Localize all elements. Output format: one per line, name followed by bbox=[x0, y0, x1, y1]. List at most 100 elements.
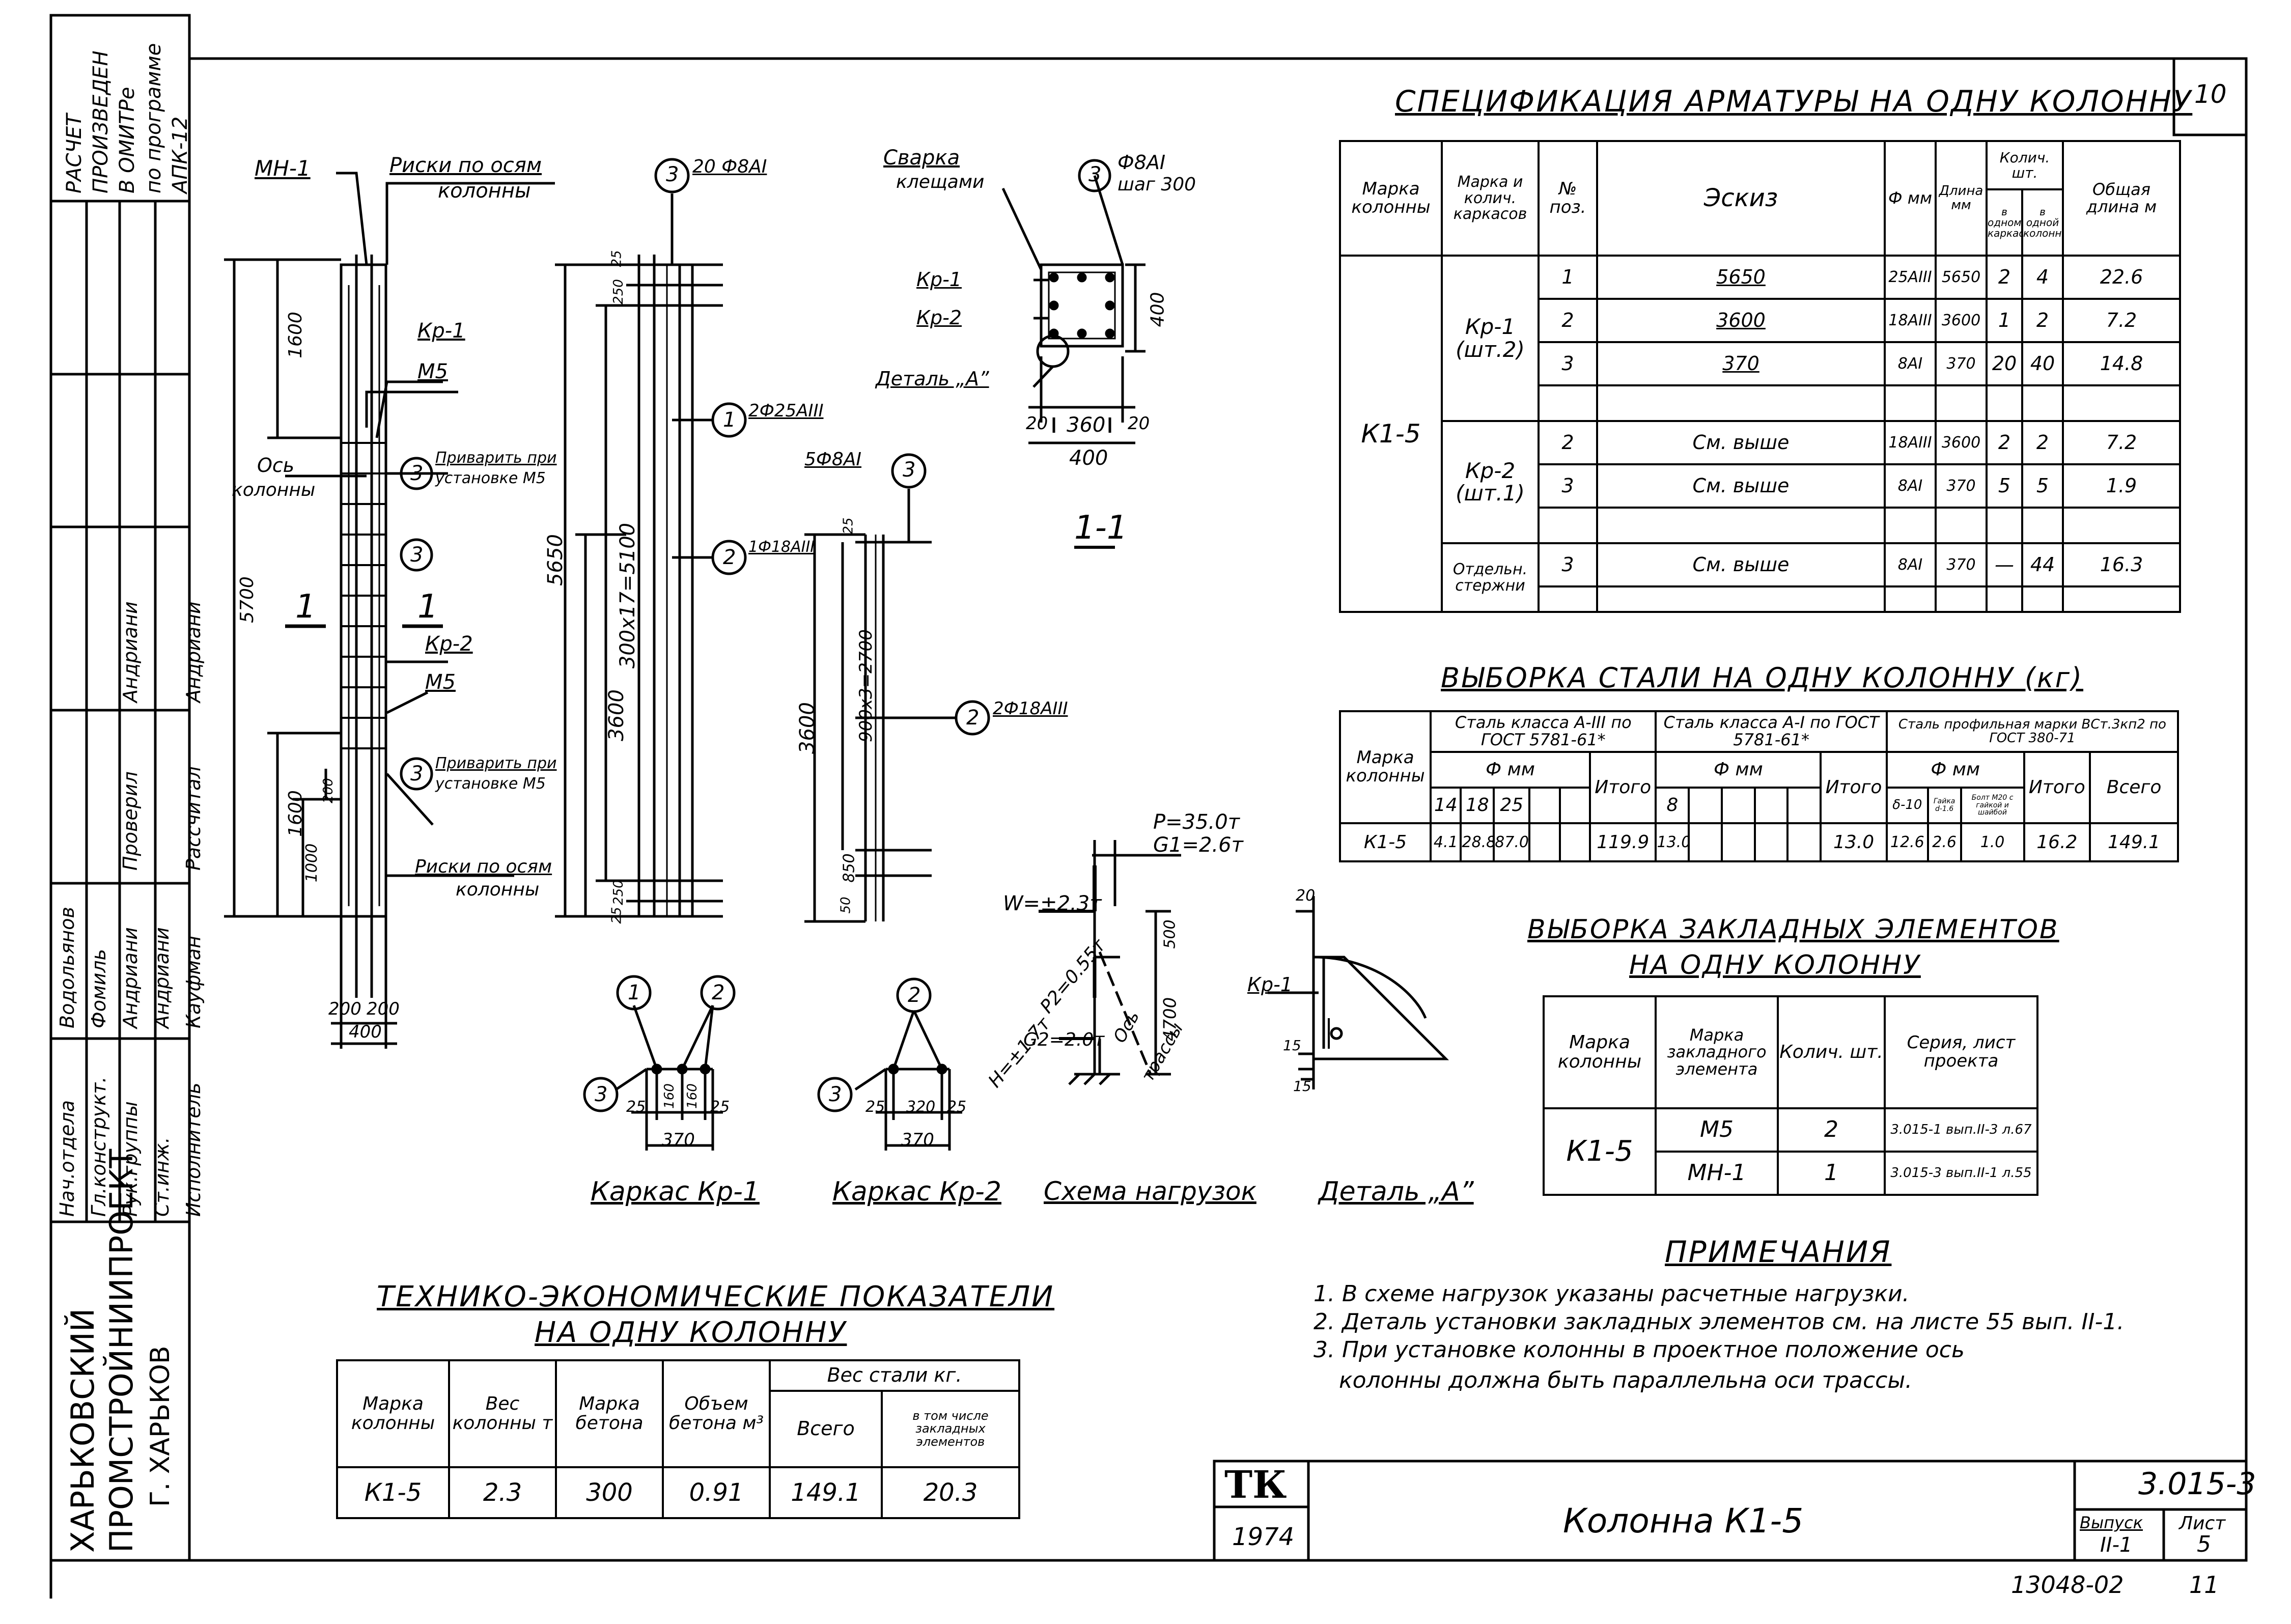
dim-mid-3600: 3600 bbox=[604, 689, 628, 741]
tep-title-2: НА ОДНУ КОЛОННУ bbox=[535, 1316, 847, 1349]
circle-1-label: 1 bbox=[723, 408, 736, 432]
spec-karkas-kr2: Кр-2 (шт.1) bbox=[1441, 420, 1540, 544]
callout-1-18aiii: 1Ф18AIII bbox=[748, 538, 815, 556]
dim-mid-250-top: 250 bbox=[610, 279, 626, 304]
embedded-head-mark: Марка колонны bbox=[1543, 995, 1657, 1109]
spec-phi: 18AIII bbox=[1884, 420, 1937, 465]
dim-sec-360: 360 bbox=[1067, 413, 1106, 437]
steel-phi-a1: Ф мм bbox=[1655, 751, 1822, 789]
footer-code: 13048-02 bbox=[2011, 1571, 2124, 1599]
dim-kr2-25: 25 bbox=[841, 517, 856, 535]
steel-col-a3: 25 bbox=[1493, 787, 1531, 824]
steel-head-a3: Сталь класса A-III по ГОСТ 5781-61* bbox=[1430, 710, 1657, 753]
spec-total: 16.3 bbox=[2062, 542, 2181, 587]
spec-len: 3600 bbox=[1935, 420, 1988, 465]
dim-sec-400: 400 bbox=[1147, 292, 1168, 327]
spec-head-len: Длина мм bbox=[1935, 140, 1988, 257]
steel-row-mark: К1-5 bbox=[1338, 822, 1432, 862]
steel-phi-prof: Ф мм bbox=[1885, 751, 2025, 789]
label-privarit-top-1: Приварить при bbox=[435, 449, 557, 467]
stamp-name-andriani3: Андриани bbox=[119, 601, 142, 703]
detail-a bbox=[1268, 896, 1449, 1089]
dim-col-1000: 1000 bbox=[303, 843, 321, 883]
steel-head-mark: Марка колонны bbox=[1338, 710, 1432, 824]
steel-head-prof: Сталь профильная марки ВСт.3кп2 по ГОСТ … bbox=[1885, 710, 2180, 753]
dim-mid-300x17: 300x17=5100 bbox=[616, 522, 640, 669]
steel-cell: 16.2 bbox=[2023, 822, 2091, 862]
notes-item-2: 2. Деталь установки закладных элементов … bbox=[1314, 1309, 2125, 1335]
spec-len: 3600 bbox=[1935, 298, 1988, 343]
dim-col-1600-top: 1600 bbox=[285, 312, 306, 358]
circle-3-label: 3 bbox=[829, 1083, 842, 1106]
spec-phi: 8AI bbox=[1884, 463, 1937, 509]
spec-pos: 2 bbox=[1538, 298, 1598, 343]
steel-cell: 1.0 bbox=[1960, 822, 2025, 862]
embedded-mark: К1-5 bbox=[1543, 1107, 1657, 1196]
spec-sketch: См. выше bbox=[1596, 542, 1886, 587]
spec-phi: 25AIII bbox=[1884, 255, 1937, 300]
steel-col-prof: δ-10 bbox=[1885, 787, 1929, 824]
spec-total: 1.9 bbox=[2062, 463, 2181, 509]
spec-empty-row bbox=[1340, 384, 2181, 422]
stamp-name-andriani4: Андриани bbox=[182, 601, 205, 703]
tep-head-weight: Вес колонны т bbox=[448, 1359, 557, 1468]
circle-3-label: 3 bbox=[903, 458, 916, 482]
steel-head-a1: Сталь класса A-I по ГОСТ 5781-61* bbox=[1655, 710, 1888, 753]
dim-sec-400b: 400 bbox=[1069, 446, 1108, 470]
section-mark-right: 1 bbox=[417, 588, 438, 626]
spec-sketch: См. выше bbox=[1596, 420, 1886, 465]
spec-nc: 2 bbox=[2021, 298, 2064, 343]
stamp-note-1: РАСЧЕТ bbox=[63, 114, 86, 193]
spec-head-qty: Колич. шт. bbox=[1986, 140, 2064, 190]
steel-itogo-a3: Итого bbox=[1588, 751, 1657, 824]
spec-nk: — bbox=[1986, 542, 2023, 587]
dim-mid-25-bot: 25 bbox=[609, 907, 625, 924]
spec-nk: 1 bbox=[1986, 298, 2023, 343]
spec-sketch: 5650 bbox=[1596, 255, 1886, 300]
title-list-label: Лист bbox=[2179, 1513, 2226, 1534]
spec-head-phi: Ф мм bbox=[1884, 140, 1937, 257]
notes-item-1: 1. В схеме нагрузок указаны расчетные на… bbox=[1314, 1281, 1910, 1307]
steel-col-prof: Гайка d-1.6 bbox=[1926, 787, 1962, 824]
tep-table: Марка колонны Вес колонны т Марка бетона… bbox=[336, 1359, 1021, 1519]
load-g2: G2=2.0т bbox=[1023, 1029, 1105, 1050]
steel-col-a1: 8 bbox=[1655, 787, 1690, 824]
spec-empty-row bbox=[1340, 585, 2181, 613]
spec-sketch: См. выше bbox=[1596, 463, 1886, 509]
dim-k1-25a: 25 bbox=[626, 1098, 646, 1116]
stamp-role-isp: Исполнитель bbox=[182, 1082, 205, 1217]
stamp-name-kaufman: Кауфман bbox=[182, 935, 205, 1028]
label-privarit-top-2: установке М5 bbox=[435, 469, 546, 487]
title-vyp-label: Выпуск bbox=[2080, 1513, 2143, 1532]
spec-total: 7.2 bbox=[2062, 298, 2181, 343]
spec-sketch: 370 bbox=[1596, 341, 1886, 386]
notes-item-3: 3. При установке колонны в проектное пол… bbox=[1314, 1337, 1965, 1363]
steel-vsego: Всего bbox=[2089, 751, 2179, 824]
tep-head-total: Всего bbox=[769, 1390, 883, 1468]
spec-nc: 40 bbox=[2021, 341, 2064, 386]
label-stirrup-2: шаг 300 bbox=[1117, 174, 1196, 195]
dim-k2-370: 370 bbox=[901, 1130, 934, 1150]
label-privarit-bot-1: Приварить при bbox=[435, 754, 557, 772]
spec-sketch: 3600 bbox=[1596, 298, 1886, 343]
spec-total: 7.2 bbox=[2062, 420, 2181, 465]
label-riski-bot-1: Риски по осям bbox=[415, 856, 552, 877]
dim-k1-370: 370 bbox=[662, 1130, 695, 1150]
steel-itogo-prof: Итого bbox=[2023, 751, 2091, 824]
steel-table: Марка колонны Сталь класса A-III по ГОСТ… bbox=[1338, 710, 2180, 862]
circle-3-label: 3 bbox=[410, 762, 424, 786]
dim-k1-160a: 160 bbox=[661, 1083, 677, 1109]
dim-k1-160b: 160 bbox=[684, 1083, 700, 1109]
circle-1-label: 1 bbox=[628, 981, 641, 1004]
label-riski-top-2: колонны bbox=[438, 179, 531, 203]
spec-phi: 8AI bbox=[1884, 542, 1937, 587]
spec-len: 370 bbox=[1935, 542, 1988, 587]
spec-pos: 3 bbox=[1538, 542, 1598, 587]
spec-karkas-separate: Отдельн. стержни bbox=[1441, 542, 1540, 613]
dim-col-200-a: 200 bbox=[328, 999, 361, 1019]
steel-cell: 119.9 bbox=[1588, 822, 1657, 862]
callout-2-18aiii: 2Ф18AIII bbox=[993, 698, 1068, 719]
karkas-kr2-label: Каркас Кр-2 bbox=[832, 1177, 1001, 1207]
tep-cell: 2.3 bbox=[448, 1466, 557, 1519]
label-sec-detail: Деталь „А” bbox=[876, 368, 989, 390]
